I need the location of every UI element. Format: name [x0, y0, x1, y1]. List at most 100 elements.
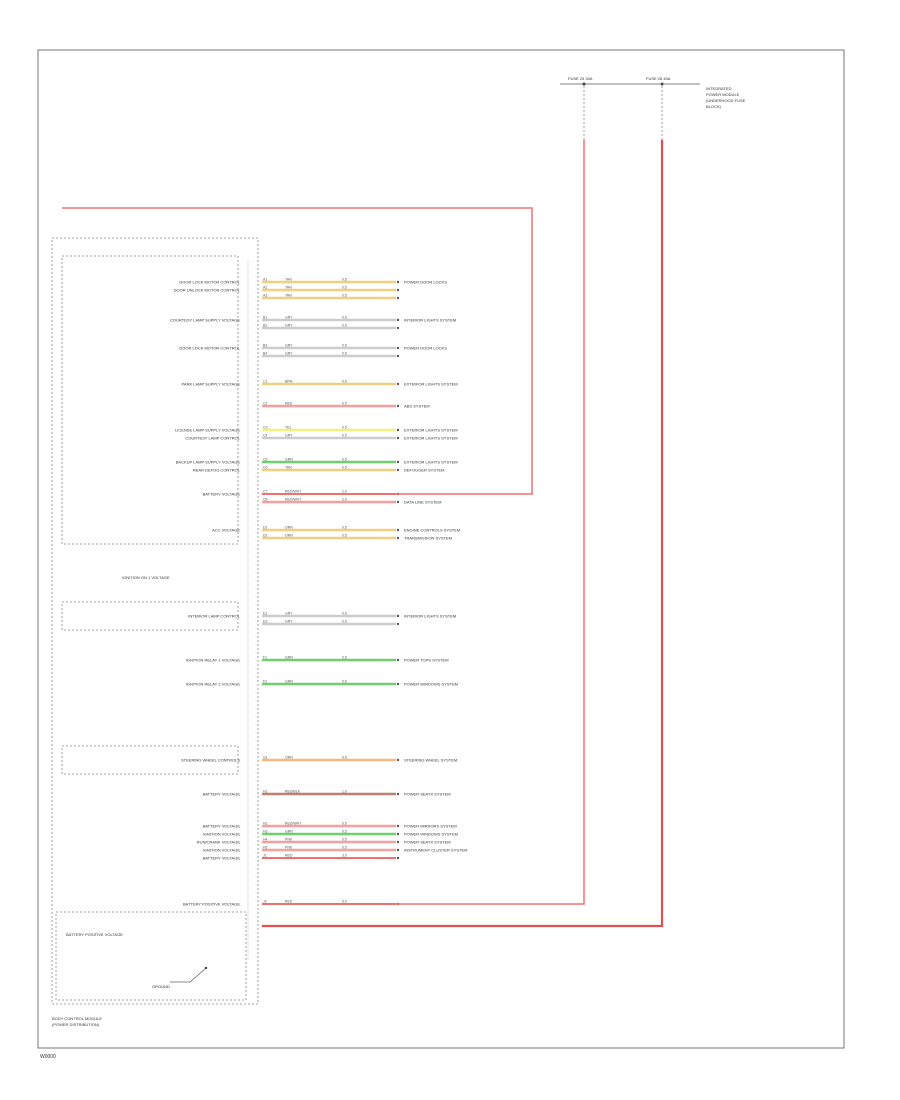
module-pin-label: COURTESY LAMP CONTROL	[185, 436, 240, 441]
wire-gauge-label: 2.0	[342, 490, 347, 494]
wire-gauge-label: 0.5	[342, 656, 347, 660]
wire-end-terminal	[396, 758, 400, 762]
wire-end-terminal	[396, 382, 400, 386]
destination-label: POWER DOOR LOCKS	[404, 346, 447, 351]
pin-number: F1	[263, 656, 267, 660]
wire-end-terminal	[396, 468, 400, 472]
wire-gauge-label: 5.0	[342, 900, 347, 904]
module-pin-label: REAR DEFOG CONTROL	[193, 468, 241, 473]
wire-gauge-label: 0.5	[342, 458, 347, 462]
destination-label: POWER WINDOWS SYSTEM	[404, 682, 458, 687]
ignition-label: IGNITION ON 1 VOLTAGE	[122, 575, 170, 580]
pin-number: C5	[263, 458, 268, 462]
destination-label: INSTRUMENT CLUSTER SYSTEM	[404, 848, 468, 853]
footer-code: W0000	[40, 1054, 56, 1060]
wire-end-terminal	[396, 436, 400, 440]
pin-number: B4	[263, 352, 267, 356]
wire-gauge-label: 0.5	[342, 426, 347, 430]
wire-end-terminal	[396, 326, 400, 330]
destination-label: DEFOGGER SYSTEM	[404, 468, 444, 473]
circuit-color-label: TAN	[285, 286, 292, 290]
wire-gauge-label: 0.5	[342, 822, 347, 826]
wire-end-terminal	[396, 354, 400, 358]
wire-end-terminal	[396, 824, 400, 828]
wire-end-terminal	[396, 528, 400, 532]
wire-end-terminal	[396, 832, 400, 836]
circuit-color-label: BRN	[285, 380, 293, 384]
submodule-outline-3	[61, 745, 239, 775]
destination-label: POWER TOPS SYSTEM	[404, 658, 449, 663]
module-pin-label: BATTERY VOLTAGE	[203, 492, 241, 497]
wire-gauge-label: 0.5	[342, 756, 347, 760]
ground-lead	[170, 967, 207, 983]
circuit-color-label: GRY	[285, 316, 293, 320]
destination-label: EXTERIOR LIGHTS SYSTEM	[404, 428, 458, 433]
circuit-color-label: PNK	[285, 838, 293, 842]
pin-number: B3	[263, 344, 267, 348]
destination-label: EXTERIOR LIGHTS SYSTEM	[404, 382, 458, 387]
power-wires	[62, 140, 664, 928]
circuit-color-label: GRY	[285, 352, 293, 356]
module-pin-label: IGNITION RELAY 1 VOLTAGE	[186, 658, 241, 663]
module-pin-label: STEERING WHEEL CONTROLS	[181, 758, 240, 763]
destination-label: INTERIOR LIGHTS SYSTEM	[404, 614, 456, 619]
module-pin-label: IGNITION VOLTAGE	[203, 848, 241, 853]
wire-end-terminal	[396, 500, 400, 504]
module-label-2: (POWER DISTRIBUTION)	[52, 1022, 100, 1027]
wire-end-terminal	[396, 792, 400, 796]
wire-end-terminal	[396, 658, 400, 662]
wire-gauge-label: 0.5	[342, 846, 347, 850]
wire-gauge-label: 3.0	[342, 854, 347, 858]
battery-positive-label: BATTERY POSITIVE VOLTAGE	[66, 932, 123, 937]
module-pin-label: BATTERY VOLTAGE	[203, 792, 241, 797]
wire-gauge-label: 0.5	[342, 344, 347, 348]
wire-gauge-label: 0.5	[342, 402, 347, 406]
fuse-26-label: FUSE 26 40A	[646, 76, 671, 81]
circuit-color-label: GRY	[285, 612, 293, 616]
destination-label: DATA LINE SYSTEM	[404, 500, 441, 505]
wire-gauge-label: 0.5	[342, 294, 347, 298]
pin-number: C2	[263, 402, 268, 406]
pin-number: E2	[263, 620, 267, 624]
fuse-block-label-1: INTEGRATED	[706, 86, 732, 91]
pin-number: H1	[263, 790, 268, 794]
circuit-color-label: GRY	[285, 434, 293, 438]
pin-number: B1	[263, 316, 267, 320]
submodule-outline-4	[55, 911, 247, 1001]
pin-number: F2	[263, 680, 267, 684]
fuse-26: FUSE 26 40A	[646, 76, 700, 140]
circuit-color-label: GRY	[285, 344, 293, 348]
wire-gauge-label: 0.5	[342, 352, 347, 356]
pin-number: A3	[263, 294, 267, 298]
fuse-25-node	[582, 82, 586, 86]
destination-label: POWER WINDOWS SYSTEM	[404, 832, 458, 837]
module-pin-label: BATTERY VOLTAGE	[203, 856, 241, 861]
circuit-color-label: RED/WHT	[285, 822, 302, 826]
module-pin-label: LICENSE LAMP SUPPLY VOLTAGE	[175, 428, 240, 433]
pin-number: H5	[263, 846, 268, 850]
wire-end-terminal	[396, 622, 400, 626]
power-wire-fuse-26	[262, 140, 664, 928]
module-pin-label: BATTERY VOLTAGE	[203, 824, 241, 829]
pin-number: E1	[263, 612, 267, 616]
ground-node	[204, 966, 208, 970]
wire-end-terminal	[396, 346, 400, 350]
fuse-block-label-2: POWER MODULE	[706, 92, 740, 97]
module-outline	[51, 237, 259, 1005]
destination-label: EXTERIOR LIGHTS SYSTEM	[404, 436, 458, 441]
fuse-block-label-3: (UNDERHOOD FUSE	[706, 98, 746, 103]
